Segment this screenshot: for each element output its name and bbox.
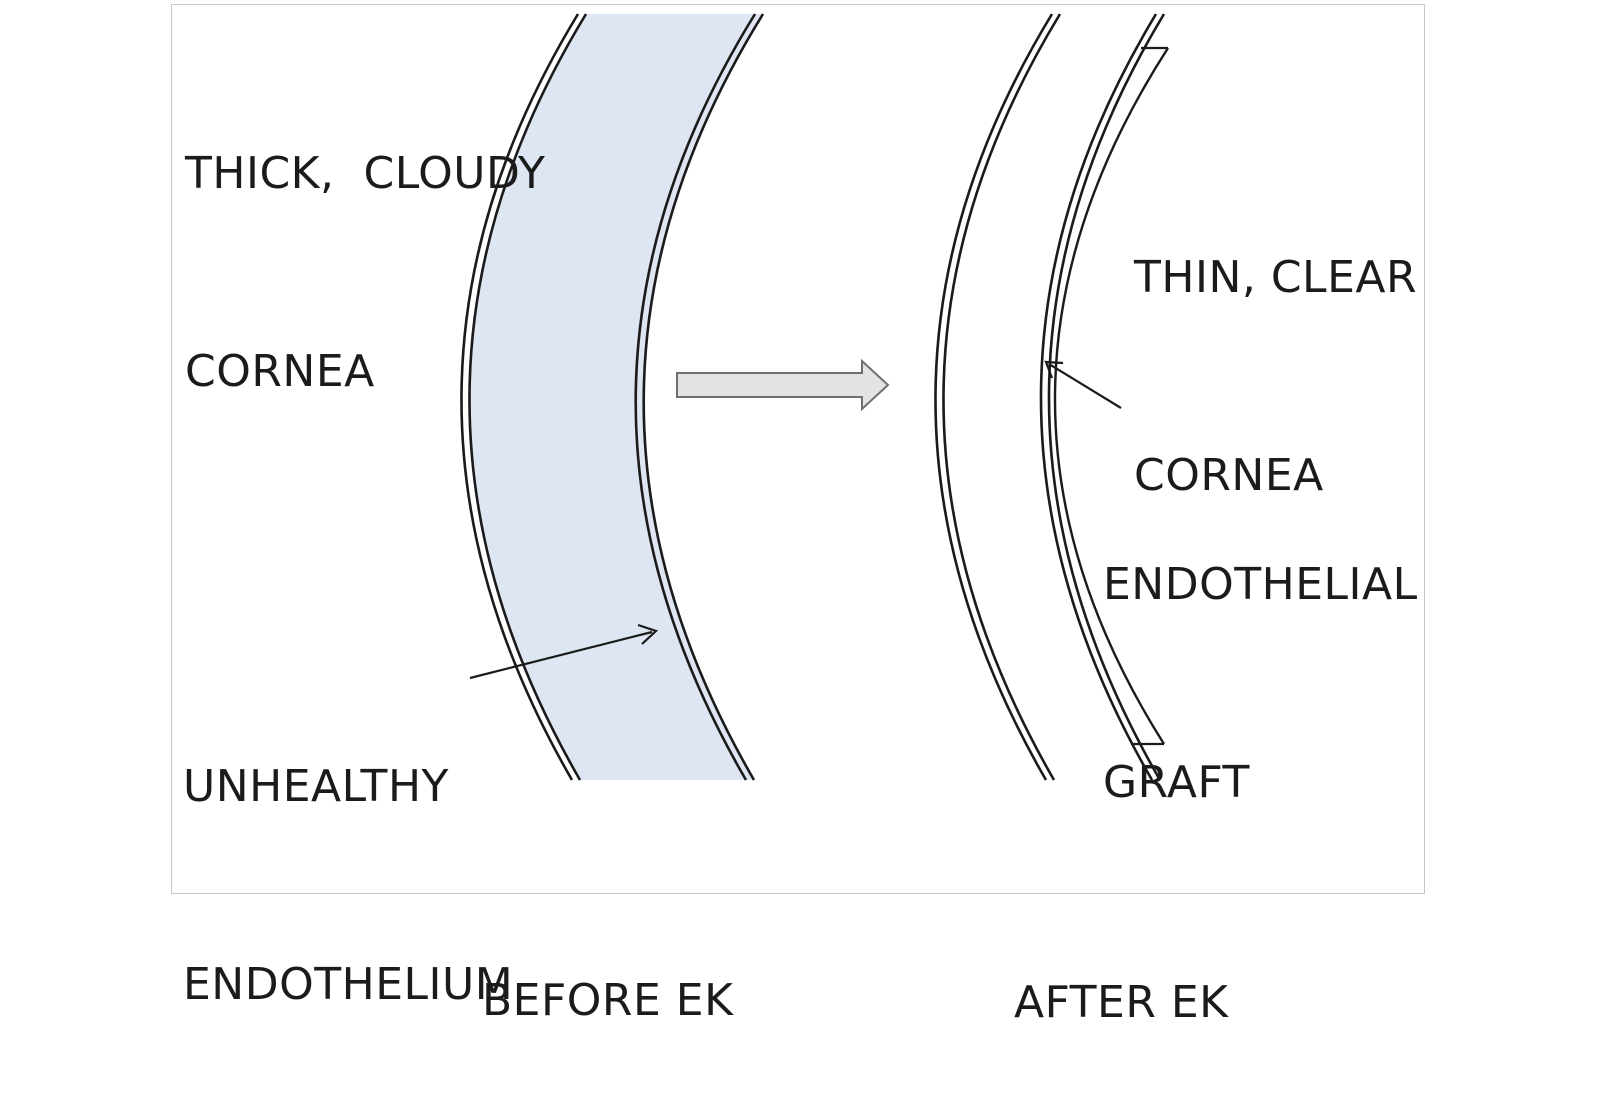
cloudy-cornea-fill [469,14,763,780]
after-outer-line-1 [942,13,1062,781]
caption-after-text: AFTER EK [1014,977,1229,1028]
label-unhealthy-endothelium: UNHEALTHY ENDOTHELIUM [183,622,513,1084]
caption-after-ek: AFTER EK [1014,838,1229,1102]
label-endothelial-line1: ENDOTHELIAL [1103,559,1418,610]
transition-arrow [676,358,890,412]
label-thin-clear-line2: CORNEA [1134,450,1324,501]
after-inner-line-2 [1039,13,1158,781]
label-thin-clear-line1: THIN, CLEAR [1134,252,1418,303]
before-outer-line-1 [468,13,588,781]
before-outer-line-2 [460,13,580,781]
endothelial-graft [1053,46,1170,746]
label-unhealthy-line2: ENDOTHELIUM [183,959,514,1010]
diagram-frame [171,4,1425,894]
before-inner-line-1 [642,13,765,781]
before-cornea [460,13,765,781]
unhealthy-endothelium-pointer [469,623,659,680]
after-cornea [934,13,1166,781]
label-endothelial-graft: ENDOTHELIAL GRAFT [1103,420,1418,882]
label-unhealthy-line1: UNHEALTHY [183,761,449,812]
label-thick-cloudy-line2: CORNEA [185,346,375,397]
label-thick-cloudy-line1: THICK, CLOUDY [185,148,546,199]
endothelial-graft-pointer [1044,360,1122,409]
before-inner-line-2 [634,13,757,781]
graft-line [1053,47,1170,745]
label-thin-clear-cornea: THIN, CLEAR CORNEA [1134,113,1417,575]
label-thick-cloudy-cornea: THICK, CLOUDY CORNEA [185,9,545,471]
label-endothelial-line2: GRAFT [1103,757,1250,808]
cornea-diagram [460,13,1170,781]
after-outer-line-2 [934,13,1054,781]
caption-before-ek: BEFORE EK [482,836,733,1100]
caption-before-text: BEFORE EK [482,975,734,1026]
after-inner-line-1 [1047,13,1166,781]
